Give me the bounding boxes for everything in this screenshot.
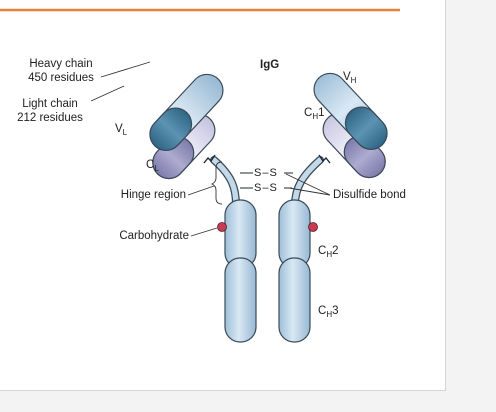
right-carbohydrate-dot: [308, 222, 318, 232]
left-carbohydrate-dot: [217, 222, 227, 232]
left-heavy-chain-variable: [149, 107, 193, 151]
ch1-label: CH1: [304, 106, 325, 124]
heavy-chain-label-line2: 450 residues: [28, 72, 94, 84]
light-chain-leader: [90, 85, 125, 102]
carbohydrate-label: Carbohydrate: [119, 230, 189, 242]
left-interchain-disulfide: [203, 154, 216, 164]
heavy-chain-leader: [100, 61, 151, 78]
diagram-title: IgG: [260, 59, 280, 71]
heavy-chain-label-line1: Heavy chain: [29, 58, 93, 70]
vl-label: VL: [115, 122, 127, 140]
vl-label-main: V: [115, 123, 123, 135]
vh-label-main: V: [343, 71, 351, 83]
light-chain-label: Light chain 212 residues: [10, 97, 90, 125]
hinge-region-leader: [187, 185, 215, 196]
vh-label-sub: H: [350, 76, 357, 85]
right-heavy-chain-variable: [344, 106, 388, 150]
hinge-region-label: Hinge region: [120, 189, 186, 201]
ch2-label-main: C: [318, 245, 327, 257]
figure-panel: [0, 0, 446, 391]
ch3-label-main: C: [318, 305, 327, 317]
disulfide-symbol-bottom: S–S: [254, 182, 278, 194]
disulfide-bond-leader-lower: [288, 187, 331, 196]
left-fc-ch3: [224, 257, 257, 343]
carbohydrate-leader: [190, 227, 218, 237]
ch1-label-suffix: 1: [318, 107, 325, 119]
right-fc-ch3: [278, 257, 311, 343]
ch1-label-sub: H: [312, 112, 319, 121]
heavy-chain-label: Heavy chain 450 residues: [20, 57, 102, 85]
hinge-region-bracket: [210, 161, 223, 205]
ch3-label: CH3: [318, 304, 339, 322]
light-chain-label-line1: Light chain: [22, 98, 78, 110]
cl-label: CL: [146, 158, 159, 176]
cl-label-main: C: [146, 159, 155, 171]
ch1-label-main: C: [304, 107, 313, 119]
light-chain-label-line2: 212 residues: [17, 112, 83, 124]
vl-label-sub: L: [122, 128, 128, 137]
disulfide-symbol-top: S–S: [254, 167, 278, 179]
right-interchain-disulfide: [318, 154, 331, 164]
ch2-label-sub: H: [326, 250, 333, 259]
vh-label: VH: [343, 70, 356, 88]
ch3-label-suffix: 3: [332, 305, 339, 317]
cl-label-sub: L: [154, 164, 159, 173]
disulfide-bond-leader: [285, 173, 331, 196]
ch2-label-suffix: 2: [332, 245, 339, 257]
ch2-label: CH2: [318, 244, 339, 262]
ch3-label-sub: H: [326, 310, 333, 319]
disulfide-bond-label: Disulfide bond: [333, 189, 406, 201]
